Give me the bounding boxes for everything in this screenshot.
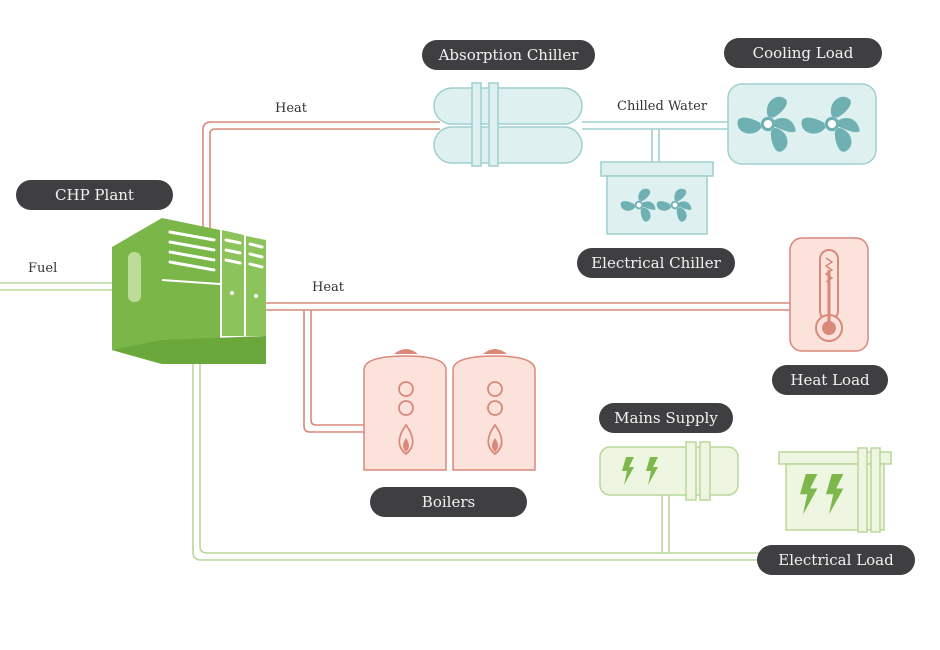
heat-pipe-to-boilers [303, 310, 365, 433]
boiler-left-flame-icon [363, 349, 447, 471]
heat-pipe-to-absorption-chiller [202, 121, 440, 228]
heat-flow-label-middle: Heat [312, 280, 345, 295]
fuel-flow-label: Fuel [28, 261, 58, 276]
chp-plant-label: CHP Plant [16, 180, 173, 210]
chilled-water-pipe [582, 121, 728, 162]
electrical-chiller-label: Electrical Chiller [577, 248, 735, 278]
chilled-water-flow-label: Chilled Water [617, 99, 708, 114]
electrical-load-lightning-icon [778, 447, 892, 533]
heat-load-label: Heat Load [772, 365, 888, 395]
absorption-chiller-label: Absorption Chiller [422, 40, 595, 70]
mains-supply-label: Mains Supply [599, 403, 733, 433]
electrical-chiller-fan-icon [600, 161, 714, 235]
chp-building-icon [112, 218, 266, 364]
cooling-load-label: Cooling Load [724, 38, 882, 68]
electrical-load-label: Electrical Load [757, 545, 915, 575]
cooling-load-fan-icon [727, 83, 877, 165]
fuel-pipe [0, 282, 112, 291]
absorption-chiller-tank-icon [433, 82, 583, 167]
heat-flow-label-top: Heat [275, 101, 308, 116]
electrical-cable [192, 362, 760, 561]
mains-supply-lightning-icon [599, 441, 739, 501]
boiler-right-flame-icon [452, 349, 536, 471]
boilers-label: Boilers [370, 487, 527, 517]
heat-load-thermometer-icon [789, 237, 869, 352]
heat-pipe-to-heat-load [266, 302, 790, 311]
